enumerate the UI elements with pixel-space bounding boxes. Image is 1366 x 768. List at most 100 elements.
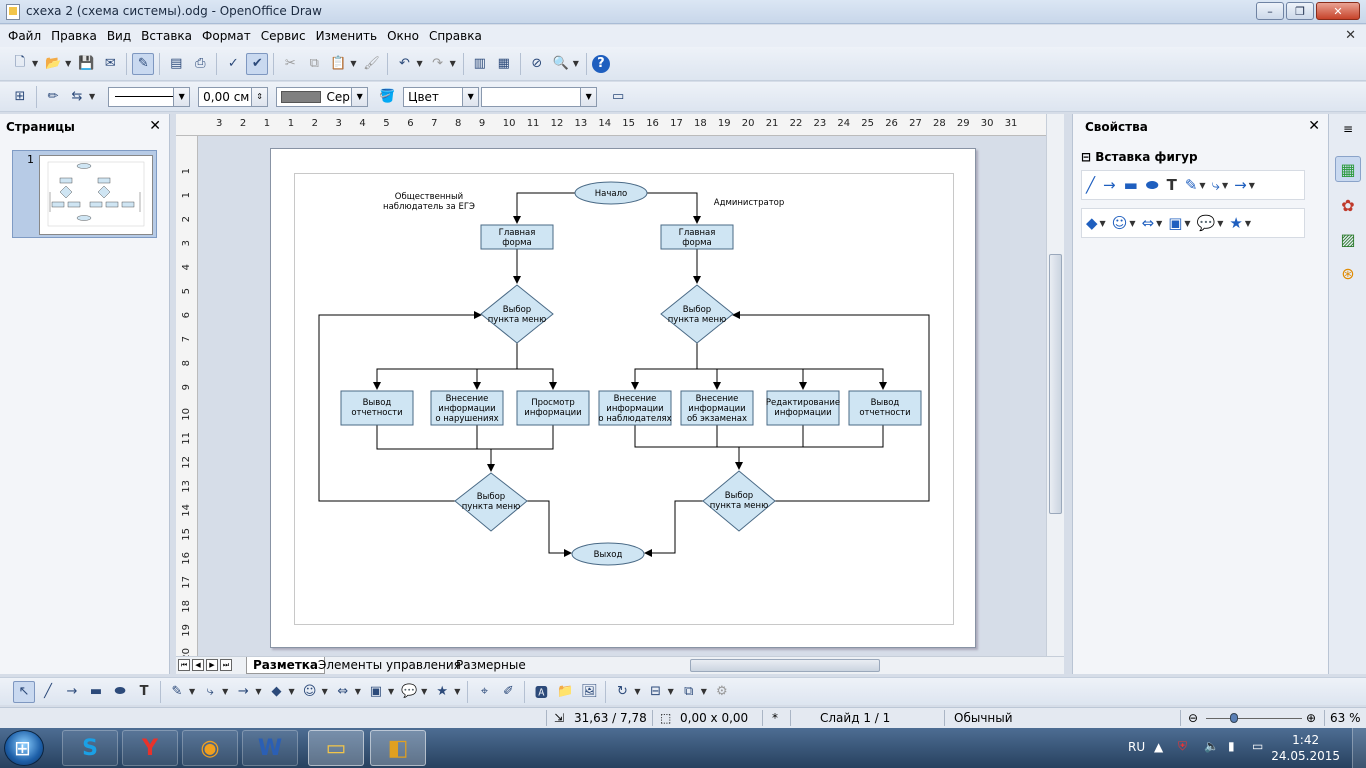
menu-window[interactable]: Окно — [387, 29, 419, 43]
stars-icon[interactable]: ★ — [1229, 214, 1243, 232]
ellipse-icon[interactable]: ⬬ — [114, 684, 126, 699]
basic-shapes-icon[interactable]: ◆ — [271, 684, 282, 699]
zoom-dropdown-icon[interactable]: ▼ — [572, 59, 579, 68]
horizontal-scroll-thumb[interactable] — [690, 659, 880, 672]
drawing-page[interactable]: Начало Выход Общественный наблюдатель за… — [270, 148, 976, 648]
menu-edit[interactable]: Правка — [51, 29, 97, 43]
close-icon[interactable]: ✕ — [1308, 118, 1320, 134]
clone-format-icon[interactable]: 🖌 — [363, 56, 380, 71]
arrange-icon[interactable]: ⧉ — [684, 684, 694, 699]
chevron-down-icon[interactable]: ▼ — [321, 687, 328, 696]
styles-dock-icon[interactable]: ✿ — [1341, 195, 1355, 215]
block-arrows-icon[interactable]: ⇔ — [337, 684, 349, 699]
show-hidden-icons-icon[interactable]: ▲ — [1154, 740, 1164, 754]
battery-icon[interactable]: ▭ — [1252, 739, 1264, 753]
menu-modify[interactable]: Изменить — [315, 29, 378, 43]
lines-arrows-icon[interactable]: → — [1234, 176, 1247, 194]
connector-icon[interactable]: ⤷ — [206, 684, 214, 699]
paste-icon[interactable]: 📋 — [330, 56, 347, 71]
effects-icon[interactable]: ↻ — [616, 684, 628, 699]
symbol-shapes-icon[interactable]: ☺ — [302, 684, 317, 699]
chevron-down-icon[interactable]: ▼ — [454, 687, 461, 696]
clock[interactable]: 1:42 24.05.2015 — [1271, 732, 1340, 764]
chevron-down-icon[interactable]: ▼ — [462, 87, 479, 106]
tab-dimensions[interactable]: Размерные — [456, 658, 526, 672]
insert-image-icon[interactable]: 🖼 — [581, 684, 598, 699]
chevron-down-icon[interactable]: ▼ — [354, 687, 361, 696]
cut-icon[interactable]: ✂ — [284, 56, 296, 71]
arrow-style-icon[interactable]: ⇆ — [71, 89, 83, 104]
open-dropdown-icon[interactable]: ▼ — [65, 59, 72, 68]
undo-dropdown-icon[interactable]: ▼ — [416, 59, 423, 68]
chevron-down-icon[interactable]: ▼ — [1199, 180, 1206, 190]
close-document-icon[interactable]: ✕ — [1345, 28, 1356, 43]
first-layer-icon[interactable]: ⏮ — [178, 659, 190, 671]
arrow-line-icon[interactable]: → — [66, 684, 78, 699]
menu-view[interactable]: Вид — [106, 29, 132, 43]
vertical-scrollbar[interactable] — [1046, 114, 1064, 656]
curve-icon[interactable]: ✎ — [1184, 176, 1198, 194]
autospellcheck-icon[interactable]: ✔ — [246, 52, 269, 75]
basic-shapes-icon[interactable]: ◆ — [1086, 214, 1098, 232]
properties-dock-icon[interactable]: ▦ — [1335, 156, 1361, 182]
close-icon[interactable]: ✕ — [149, 118, 161, 134]
copy-icon[interactable]: ⧉ — [309, 56, 319, 71]
line-color-select[interactable]: Серый ▼ — [276, 86, 369, 107]
arrow-style-dropdown-icon[interactable]: ▼ — [89, 92, 96, 101]
chevron-down-icon[interactable]: ▼ — [1244, 218, 1252, 228]
redo-icon[interactable]: ↷ — [432, 56, 444, 71]
connector-icon[interactable]: ⤷ — [1211, 176, 1220, 194]
menu-tools[interactable]: Сервис — [260, 29, 306, 43]
stars-icon[interactable]: ★ — [436, 684, 449, 699]
flowchart-icon[interactable]: ▣ — [369, 684, 383, 699]
fontwork-icon[interactable]: 🅰 — [534, 686, 548, 701]
menu-help[interactable]: Справка — [428, 29, 482, 43]
rectangle-icon[interactable]: ▬ — [1123, 176, 1138, 194]
chevron-down-icon[interactable]: ▼ — [1129, 218, 1136, 228]
start-button[interactable] — [4, 730, 44, 766]
flowchart-icon[interactable]: ▣ — [1168, 214, 1183, 232]
arrow-line-icon[interactable]: → — [1103, 176, 1116, 194]
line-style-select[interactable]: ▼ — [108, 86, 191, 107]
chevron-down-icon[interactable]: ▼ — [1221, 180, 1229, 190]
zoom-out-icon[interactable]: ⊖ — [1188, 711, 1199, 725]
curve-icon[interactable]: ✎ — [171, 684, 183, 699]
menu-format[interactable]: Формат — [202, 29, 251, 43]
chevron-down-icon[interactable]: ▼ — [189, 687, 196, 696]
gallery-dock-icon[interactable]: ▨ — [1340, 229, 1356, 249]
new-document-icon[interactable]: 🗋 — [14, 54, 26, 70]
chevron-down-icon[interactable]: ▼ — [580, 87, 597, 106]
insert-shapes-section[interactable]: ⊟ Вставка фигур — [1081, 150, 1198, 164]
chevron-down-icon[interactable]: ▼ — [1099, 218, 1106, 228]
maximize-button[interactable]: ❐ — [1286, 2, 1314, 20]
zoom-slider[interactable] — [1206, 718, 1302, 719]
security-icon[interactable]: ⛨ — [1178, 739, 1188, 753]
spinner-icon[interactable]: ⇕ — [251, 87, 268, 106]
language-indicator[interactable]: RU — [1128, 740, 1146, 754]
glue-points-icon[interactable]: ✐ — [502, 684, 514, 699]
open-folder-icon[interactable]: 📂 — [45, 56, 62, 71]
ellipse-icon[interactable]: ⬬ — [1145, 176, 1159, 194]
zoom-slider-knob[interactable] — [1230, 713, 1238, 723]
align-icon[interactable]: ⊟ — [650, 684, 662, 699]
points-icon[interactable]: ⌖ — [480, 684, 489, 699]
paste-dropdown-icon[interactable]: ▼ — [350, 59, 357, 68]
menu-file[interactable]: Файл — [8, 29, 42, 43]
callouts-icon[interactable]: 💬 — [401, 684, 418, 699]
zoom-icon[interactable]: 🔍 — [552, 56, 569, 71]
tab-controls[interactable]: Элементы управления — [318, 658, 461, 672]
tab-layout[interactable]: Разметка — [246, 657, 326, 674]
menu-insert[interactable]: Вставка — [141, 29, 193, 43]
drawing-canvas[interactable]: Начало Выход Общественный наблюдатель за… — [198, 136, 1046, 656]
minimize-button[interactable]: – — [1256, 2, 1284, 20]
chevron-down-icon[interactable]: ▼ — [387, 687, 395, 696]
chevron-down-icon[interactable]: ▼ — [255, 687, 262, 696]
chevron-down-icon[interactable]: ▼ — [222, 687, 229, 696]
line-width-field[interactable]: 0,00 см ⇕ — [198, 86, 269, 107]
network-icon[interactable]: ▮ — [1228, 739, 1235, 753]
chart-icon[interactable]: ▥ — [473, 56, 486, 71]
navigator-dock-icon[interactable]: ⊛ — [1341, 263, 1355, 283]
spellcheck-icon[interactable]: ✓ — [227, 56, 239, 71]
